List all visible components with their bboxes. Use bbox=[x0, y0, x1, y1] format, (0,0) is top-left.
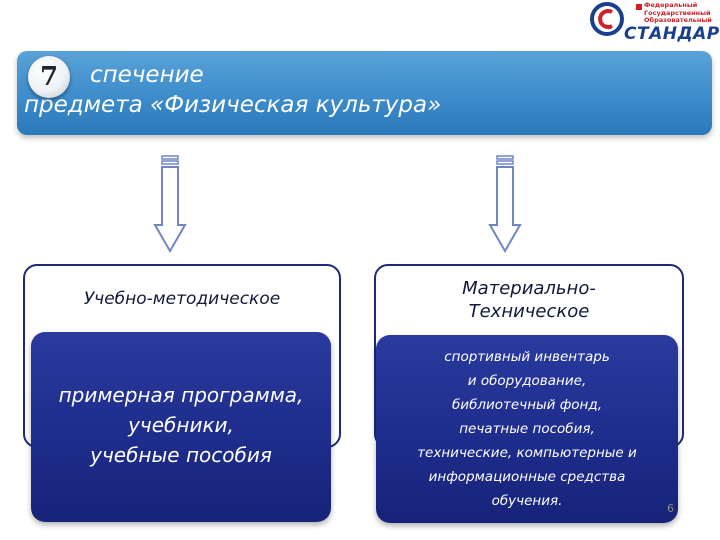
fgos-logo: Федеральный Государственный Образователь… bbox=[590, 1, 720, 44]
page-number: 6 bbox=[667, 502, 674, 515]
logo-brand: СТАНДАРТ bbox=[624, 24, 720, 44]
logo-caption-line1: Федеральный bbox=[644, 1, 698, 9]
header-banner bbox=[17, 51, 712, 135]
right-card-heading: Материально- Техническое bbox=[374, 277, 684, 323]
right-card-item: и оборудование, bbox=[467, 373, 587, 389]
down-arrow-icon-left bbox=[153, 155, 187, 254]
right-card-items: спортивный инвентарь и оборудование, биб… bbox=[376, 345, 678, 513]
header-title-line1: спечение bbox=[90, 62, 204, 88]
right-card-heading-line2: Техническое bbox=[468, 301, 590, 322]
right-card-item: обучения. bbox=[491, 493, 563, 509]
fgos-emblem-icon bbox=[590, 2, 624, 36]
logo-caption: Федеральный Государственный Образователь… bbox=[644, 1, 712, 25]
flag-icon bbox=[636, 4, 642, 10]
right-card-heading-line1: Материально- bbox=[462, 278, 596, 299]
right-card-item: библиотечный фонд, bbox=[451, 397, 603, 413]
left-card-heading: Учебно-методическое bbox=[83, 289, 281, 309]
left-card-items: примерная программа, учебники, учебные п… bbox=[31, 380, 331, 470]
logo-caption-line2: Государственный bbox=[644, 8, 711, 17]
slide-number-badge: 7 bbox=[28, 56, 70, 98]
left-card-content: примерная программа, учебники, учебные п… bbox=[31, 332, 331, 522]
left-card-item: примерная программа, bbox=[58, 383, 304, 407]
left-card-item: учебные пособия bbox=[90, 443, 272, 467]
right-card-item: технические, компьютерные и bbox=[417, 445, 637, 461]
right-card-content: спортивный инвентарь и оборудование, биб… bbox=[376, 335, 678, 523]
right-card-item: информационные средства bbox=[428, 469, 626, 485]
logo-caption-line3: Образовательный bbox=[644, 16, 712, 24]
header-title-line2: предмета «Физическая культура» bbox=[24, 92, 442, 118]
right-card-item: печатные пособия, bbox=[459, 421, 595, 437]
left-card-item: учебники, bbox=[128, 413, 234, 437]
header-title: спечение предмета «Физическая культура» bbox=[24, 60, 684, 120]
down-arrow-icon-right bbox=[488, 155, 522, 254]
right-card-item: спортивный инвентарь bbox=[444, 349, 610, 365]
